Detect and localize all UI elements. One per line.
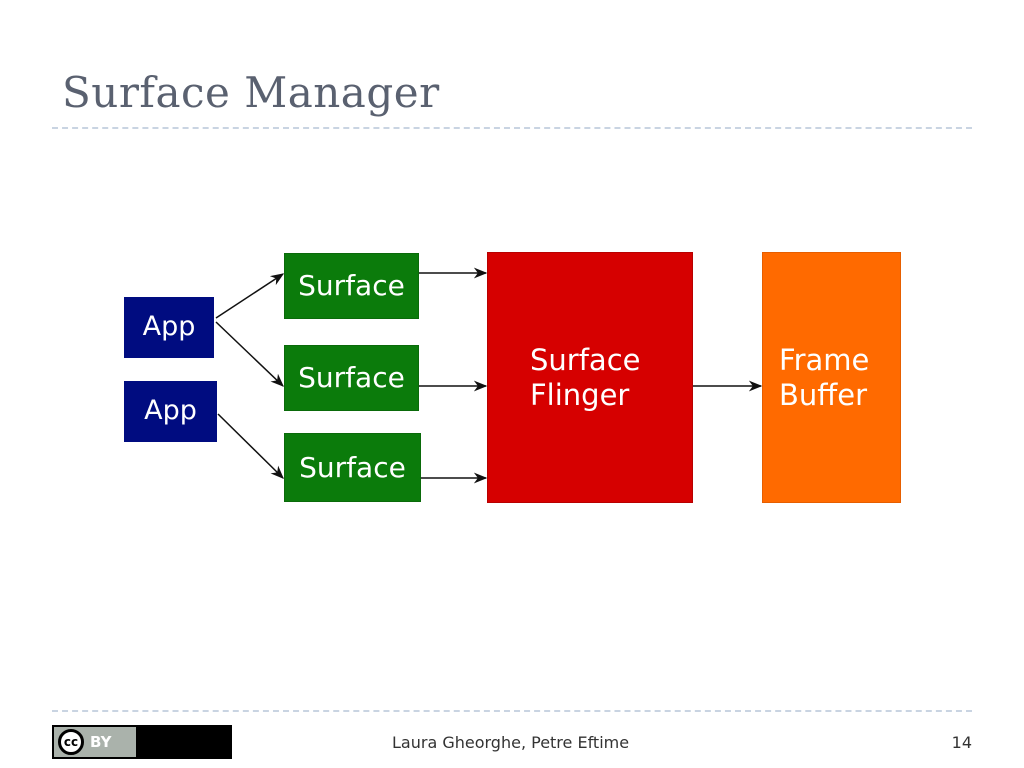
cc-badge-left-panel: cc BY bbox=[54, 727, 136, 757]
surface-flinger-label-line2: Flinger bbox=[530, 377, 630, 412]
surface-box-2: Surface bbox=[284, 345, 419, 411]
slide-title: Surface Manager bbox=[62, 68, 440, 117]
surface-box-1: Surface bbox=[284, 253, 419, 319]
frame-buffer-label-line2: Buffer bbox=[779, 377, 868, 412]
page-number: 14 bbox=[951, 733, 972, 752]
cc-by-label: BY bbox=[90, 733, 112, 751]
surface-flinger-box: Surface Flinger bbox=[487, 252, 693, 503]
frame-buffer-box: Frame Buffer bbox=[762, 252, 901, 503]
title-divider bbox=[52, 127, 972, 129]
surface-flinger-label-line1: Surface bbox=[530, 342, 641, 377]
app-box-1: App bbox=[124, 297, 214, 358]
arrow-app1-surface2 bbox=[215, 321, 284, 387]
cc-icon: cc bbox=[58, 729, 84, 755]
arrow-app1-surface1 bbox=[215, 273, 285, 319]
frame-buffer-label-line1: Frame bbox=[779, 342, 870, 377]
app-box-2: App bbox=[124, 381, 217, 442]
surface-box-3: Surface bbox=[284, 433, 421, 502]
arrow-app2-surface3 bbox=[217, 413, 284, 479]
cc-by-license-badge[interactable]: cc BY bbox=[52, 725, 232, 759]
footer-divider bbox=[52, 710, 972, 712]
footer-authors: Laura Gheorghe, Petre Eftime bbox=[392, 733, 630, 752]
